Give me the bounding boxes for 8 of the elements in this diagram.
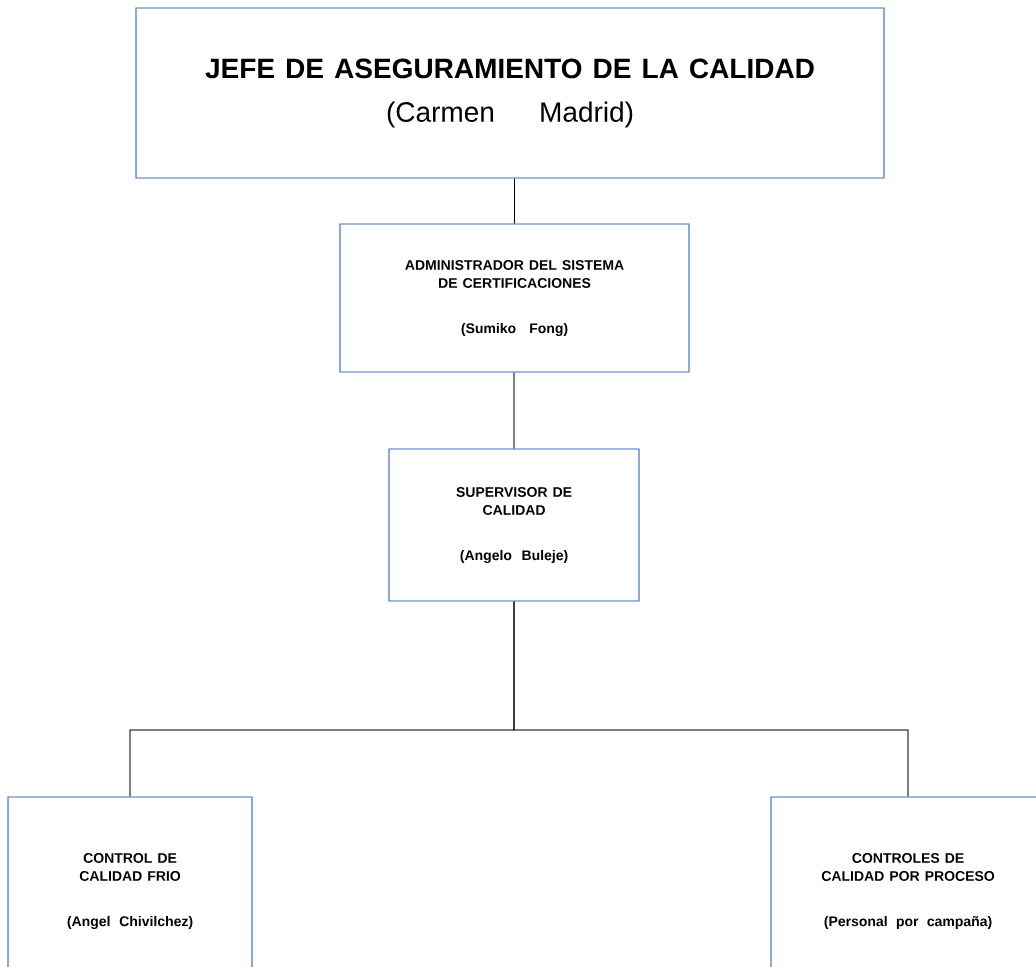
org-chart-box: CONTROL DE CALIDAD FRIO (Angel Chivilchez) bbox=[7, 796, 253, 967]
connector-line bbox=[513, 372, 515, 449]
connector-line bbox=[513, 601, 909, 797]
org-chart-box: CONTROLES DE CALIDAD POR PROCESO (Personal por campaña) bbox=[770, 796, 1036, 967]
org-chart-box: ADMINISTRADOR DEL SISTEMA DE CERTIFICACIONES (Sumiko Fong) bbox=[339, 223, 690, 373]
org-chart-box: JEFE DE ASEGURAMIENTO DE LA CALIDAD (Carmen Madrid) bbox=[135, 7, 885, 179]
connector-line bbox=[514, 178, 515, 224]
org-chart-box: SUPERVISOR DE CALIDAD (Angelo Buleje) bbox=[388, 448, 640, 602]
